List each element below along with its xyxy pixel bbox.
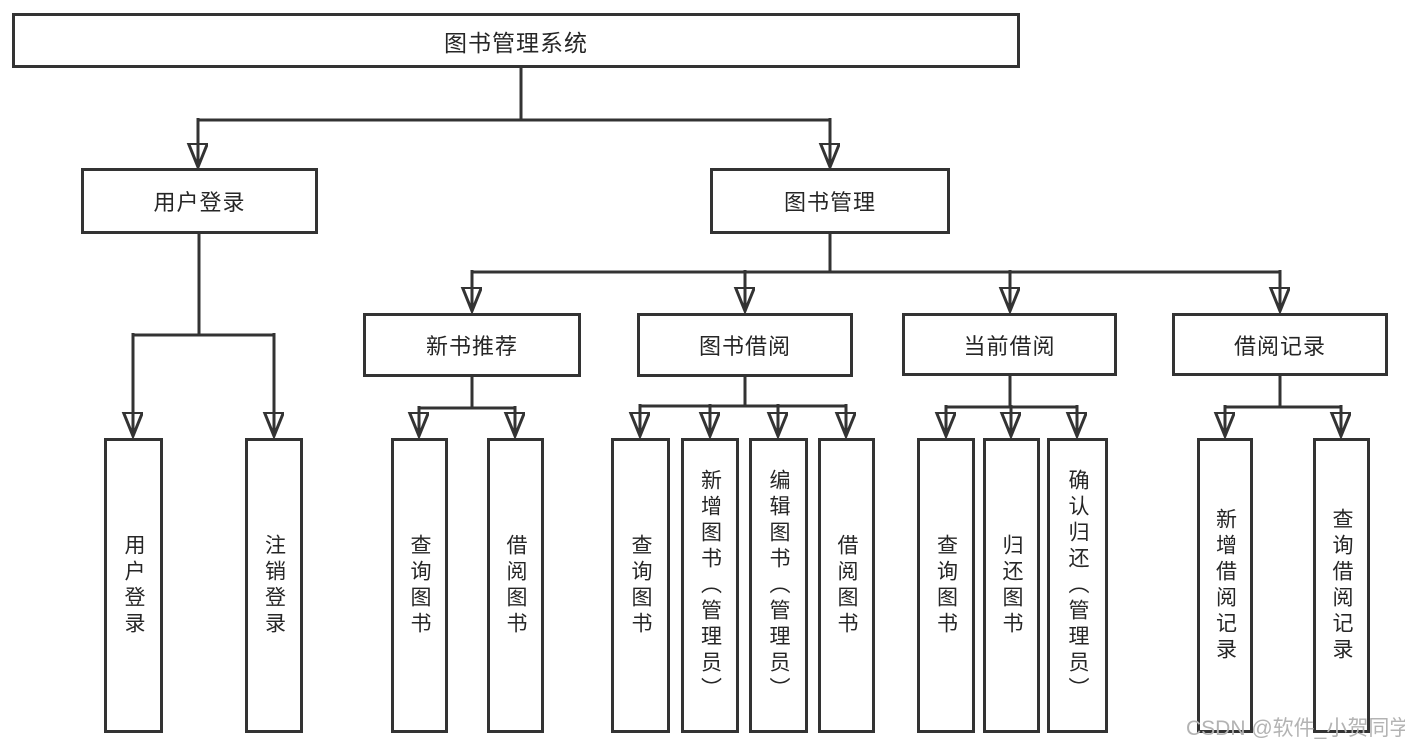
node-label: 用户登录 xyxy=(122,533,145,638)
leaf-borrow-books-recommend: 借阅图书 xyxy=(487,438,544,733)
connector-root-to-level2 xyxy=(198,67,830,164)
leaf-return-books: 归还图书 xyxy=(983,438,1040,733)
node-label: 查询借阅记录 xyxy=(1330,507,1353,664)
node-label: 查询图书 xyxy=(934,533,958,638)
leaf-logout: 注销登录 xyxy=(245,438,303,733)
node-user-login: 用户登录 xyxy=(81,168,318,234)
connector-new-book-recommend-subtree xyxy=(419,377,515,433)
node-label: 当前借阅 xyxy=(963,333,1056,359)
leaf-add-borrow-record: 新增借阅记录 xyxy=(1197,438,1253,733)
connector-book-management-to-level3 xyxy=(472,234,1280,308)
node-book-management: 图书管理 xyxy=(710,168,950,234)
node-current-borrow: 当前借阅 xyxy=(902,313,1117,376)
node-label: 归还图书 xyxy=(1000,533,1023,638)
leaf-borrow-books: 借阅图书 xyxy=(818,438,875,733)
node-label: 借阅图书 xyxy=(504,533,527,638)
node-new-book-recommend: 新书推荐 xyxy=(363,313,581,377)
node-label: 编辑图书（管理员） xyxy=(767,468,790,703)
node-label: 新增借阅记录 xyxy=(1213,507,1237,664)
node-borrow-records: 借阅记录 xyxy=(1172,313,1388,376)
leaf-query-borrow-record: 查询借阅记录 xyxy=(1313,438,1370,733)
leaf-query-books-current: 查询图书 xyxy=(917,438,975,733)
connector-borrow-records-subtree xyxy=(1225,376,1341,433)
leaf-query-books-borrow: 查询图书 xyxy=(611,438,670,733)
node-label: 借阅记录 xyxy=(1233,333,1326,359)
node-root: 图书管理系统 xyxy=(12,13,1020,68)
node-label: 新增图书（管理员） xyxy=(698,468,722,703)
leaf-confirm-return-admin: 确认归还（管理员） xyxy=(1047,438,1108,733)
node-label: 确认归还（管理员） xyxy=(1066,468,1089,703)
connector-current-borrow-subtree xyxy=(946,376,1077,433)
node-label: 注销登录 xyxy=(262,533,286,638)
leaf-user-login: 用户登录 xyxy=(104,438,163,733)
node-label: 查询图书 xyxy=(629,533,652,638)
node-label: 查询图书 xyxy=(408,533,431,638)
connector-user-login-subtree xyxy=(133,234,274,433)
node-label: 图书管理系统 xyxy=(444,29,588,56)
csdn-watermark: CSDN @软件_小贺同学 xyxy=(1186,717,1405,740)
node-label: 用户登录 xyxy=(153,190,246,215)
leaf-edit-book-admin: 编辑图书（管理员） xyxy=(749,438,808,733)
connector-book-borrow-subtree xyxy=(640,377,846,433)
node-label: 图书管理 xyxy=(783,190,876,215)
node-book-borrow: 图书借阅 xyxy=(637,313,853,377)
node-label: 借阅图书 xyxy=(835,533,858,638)
leaf-add-book-admin: 新增图书（管理员） xyxy=(681,438,739,733)
leaf-query-books-recommend: 查询图书 xyxy=(391,438,448,733)
node-label: 图书借阅 xyxy=(698,334,791,359)
node-label: 新书推荐 xyxy=(425,334,518,359)
